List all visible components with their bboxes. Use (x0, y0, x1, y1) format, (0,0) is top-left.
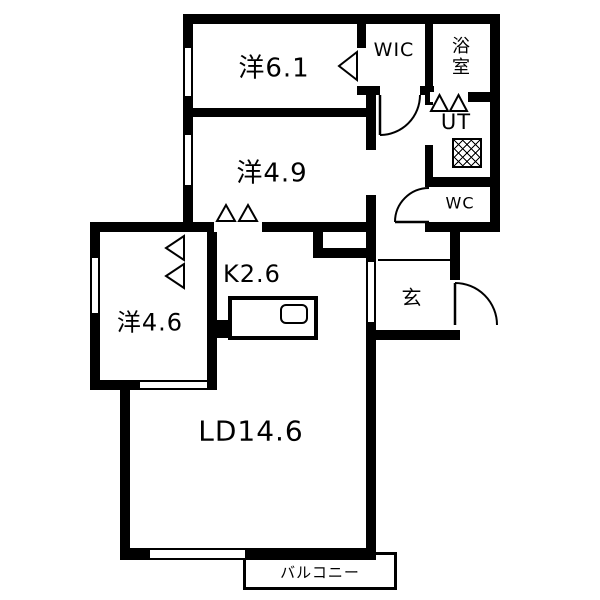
folding-door-triangle-icon (237, 202, 259, 222)
wall-segment (450, 232, 460, 280)
folding-door-triangle-icon (337, 49, 358, 83)
wall-segment (425, 14, 433, 102)
folding-door-triangle-icon (164, 234, 185, 262)
room-label-wic: WIC (373, 39, 415, 61)
door-swing-arc (394, 187, 430, 223)
wall-segment (313, 248, 376, 258)
window (150, 548, 245, 560)
room-label-bath: 浴室 (449, 36, 470, 78)
window (183, 48, 193, 96)
folding-door-triangle-icon (164, 262, 185, 290)
wall-segment (425, 177, 500, 187)
door-opening (366, 150, 376, 195)
door-opening (380, 86, 420, 95)
wall-segment (366, 86, 376, 560)
room-label-yo49: 洋4.9 (236, 158, 308, 189)
wall-segment (120, 380, 130, 560)
room-label-yo61: 洋6.1 (238, 53, 310, 84)
window (183, 135, 193, 185)
wall-segment (313, 222, 323, 258)
washer-pan-icon (452, 138, 482, 168)
sliding-door (140, 380, 207, 390)
room-label-wc: WC (445, 193, 475, 213)
door-opening (214, 222, 262, 232)
door-opening (425, 187, 433, 222)
wall-segment (425, 95, 433, 232)
wall-segment (183, 108, 376, 117)
door-swing-arc (379, 94, 421, 136)
door-swing-arc (454, 282, 498, 326)
wall-segment (428, 222, 500, 232)
wall-segment (210, 320, 232, 338)
folding-door-triangle-icon (429, 92, 450, 112)
window (90, 258, 100, 313)
wall-segment (490, 14, 500, 232)
folding-door-triangle-icon (215, 202, 237, 222)
room-label-kitchen: K2.6 (223, 260, 281, 288)
door-opening (357, 48, 366, 86)
room-label-ld: LD14.6 (198, 414, 304, 448)
door-opening (430, 92, 468, 102)
folding-door-triangle-icon (448, 92, 469, 112)
wall-segment (366, 330, 460, 340)
sliding-door (366, 262, 376, 322)
room-label-balcony: バルコニー (280, 563, 360, 582)
room-label-genkan: 玄 (401, 285, 423, 310)
room-label-ut: UT (440, 110, 472, 134)
wall-segment (183, 14, 500, 24)
wall-segment (207, 222, 217, 390)
kitchen-counter (228, 296, 318, 340)
door-opening (425, 105, 433, 145)
room-label-yo46: 洋4.6 (116, 308, 184, 337)
kitchen-sink (280, 304, 308, 324)
